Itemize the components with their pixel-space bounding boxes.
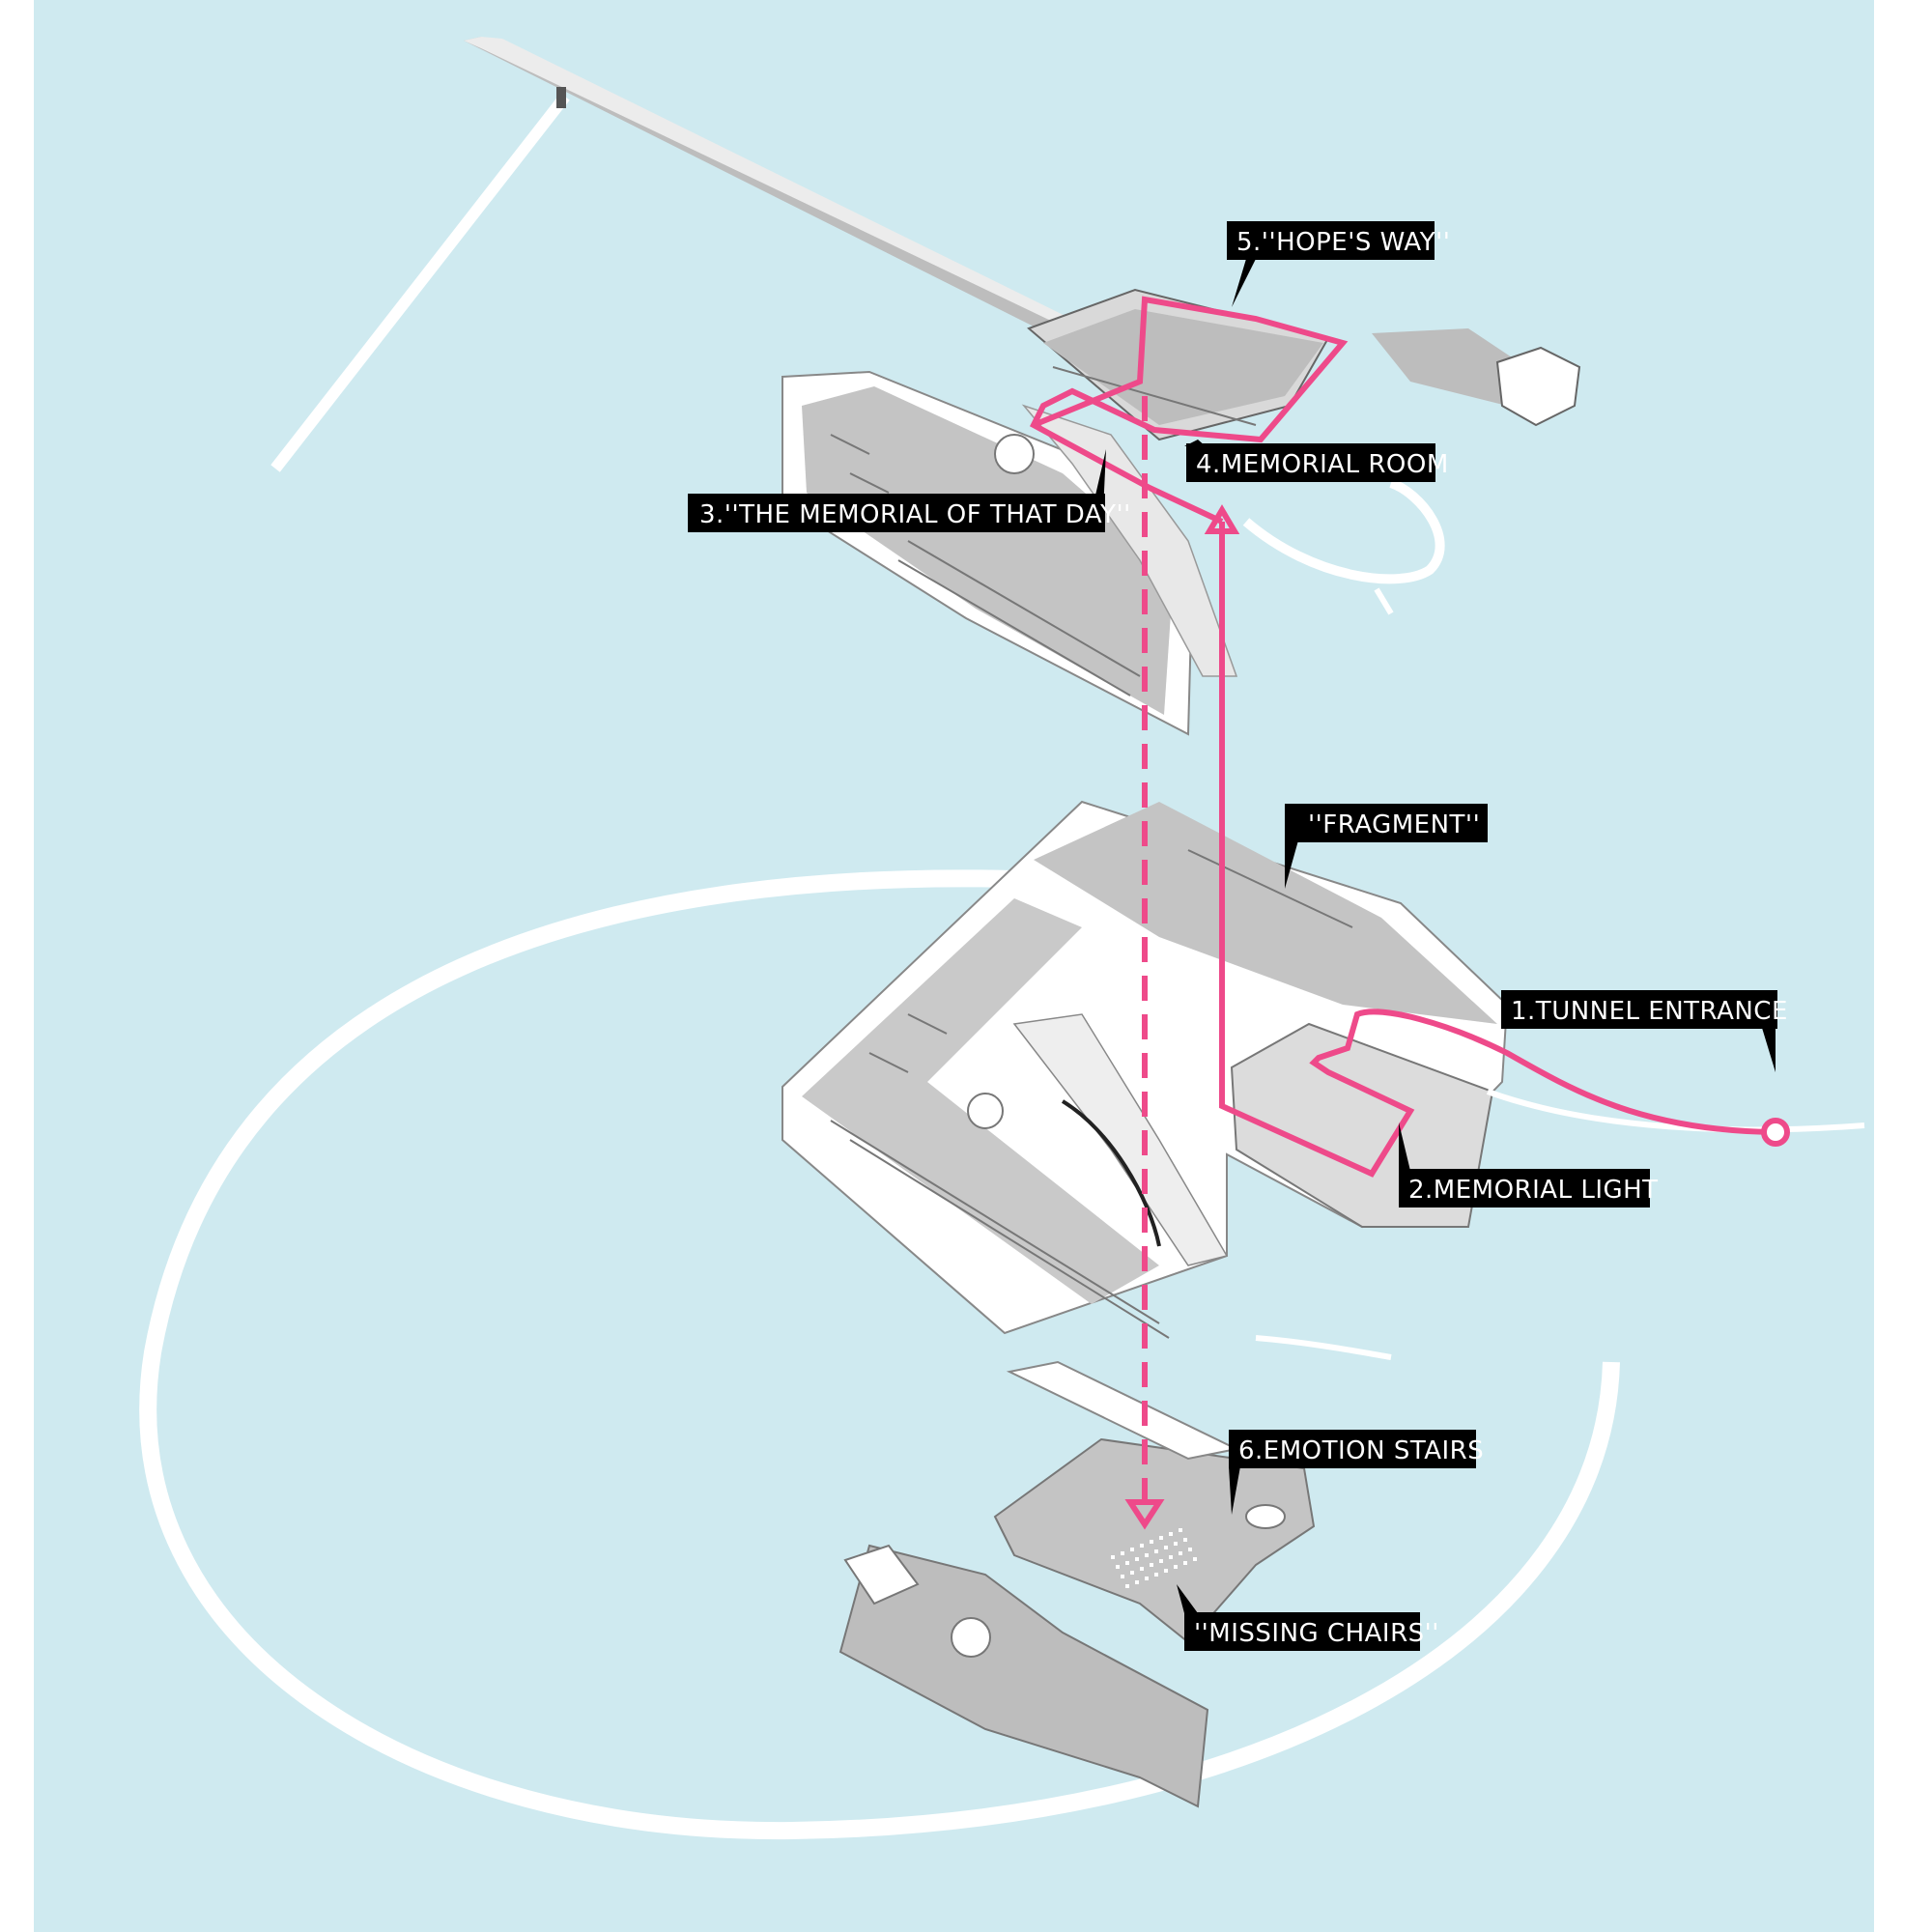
label-text: 4.MEMORIAL ROOM	[1196, 450, 1449, 479]
middle-interior-walls	[830, 849, 1353, 1339]
leader-tunnel-entrance	[1762, 1028, 1776, 1072]
circulation-path	[1030, 296, 1774, 1507]
label-text: ''FRAGMENT''	[1308, 810, 1480, 839]
upper-curve-spur	[1374, 587, 1394, 615]
label-memorial-light: 2.MEMORIAL LIGHT	[1399, 1169, 1659, 1208]
ring-path	[139, 869, 1620, 1840]
missing-chairs-grid	[1111, 1528, 1197, 1588]
label-box	[1229, 1430, 1476, 1468]
middle-left-wing-floor	[802, 898, 1159, 1304]
lower-round-room	[951, 1617, 991, 1658]
leader-memorial-light	[1399, 1122, 1410, 1171]
arrow-down-head	[1124, 1499, 1165, 1530]
label-text: ''MISSING CHAIRS''	[1194, 1619, 1439, 1648]
label-hopes-way: 5.''HOPE'S WAY''	[1227, 221, 1450, 260]
lower-niche	[1245, 1504, 1286, 1529]
middle-floor-band	[1034, 802, 1497, 1024]
label-emotion-stairs: 6.EMOTION STAIRS	[1229, 1430, 1484, 1468]
leader-fragment	[1285, 840, 1298, 889]
label-text: 5.''HOPE'S WAY''	[1236, 228, 1450, 257]
upper-interior-walls	[830, 366, 1257, 696]
label-text: 6.EMOTION STAIRS	[1238, 1436, 1484, 1465]
label-text: 2.MEMORIAL LIGHT	[1408, 1176, 1659, 1205]
middle-dark-slot	[1061, 1099, 1161, 1247]
label-memorial-of-that-day: 3.''THE MEMORIAL OF THAT DAY''	[688, 494, 1131, 532]
middle-curved-ramp	[1012, 1013, 1229, 1266]
label-text: 1.TUNNEL ENTRANCE	[1511, 997, 1788, 1026]
upper-pavilion	[1495, 346, 1581, 427]
pier-long-top	[464, 37, 1087, 333]
lower-left-block	[838, 1544, 1209, 1808]
leader-emotion-stairs	[1229, 1466, 1240, 1515]
label-missing-chairs: ''MISSING CHAIRS''	[1184, 1612, 1439, 1651]
middle-round-room	[967, 1093, 1004, 1129]
path-tunnel-entry	[1219, 522, 1774, 1178]
label-memorial-room: 4.MEMORIAL ROOM	[1186, 443, 1449, 482]
label-box	[1227, 221, 1435, 260]
label-fragment: ''FRAGMENT''	[1285, 804, 1488, 842]
tunnel-entrance-marker	[1761, 1118, 1790, 1147]
label-tunnel-entrance: 1.TUNNEL ENTRANCE	[1501, 990, 1788, 1029]
label-text: 3.''THE MEMORIAL OF THAT DAY''	[699, 500, 1131, 529]
upper-round-room	[994, 434, 1035, 474]
label-box	[1184, 1612, 1420, 1651]
middle-entry-tail	[1486, 1089, 1865, 1133]
label-box	[1186, 443, 1435, 482]
label-box	[1285, 804, 1488, 842]
label-box	[1399, 1169, 1650, 1208]
memorial-room-floor	[1043, 309, 1323, 425]
lower-side-block	[843, 1544, 920, 1605]
arrow-up-head	[1204, 504, 1240, 534]
leader-missing-chairs	[1177, 1584, 1198, 1613]
middle-tail-path	[1255, 1335, 1392, 1360]
pier-node	[556, 87, 566, 108]
path-upper-loop	[1030, 296, 1349, 525]
upper-curve-path	[1242, 478, 1445, 584]
upper-level	[781, 288, 1581, 736]
label-box	[1501, 990, 1777, 1029]
label-box	[688, 494, 1105, 532]
leader-hopes-way	[1232, 259, 1256, 307]
upper-floor	[802, 386, 1174, 715]
pier-diagonal	[270, 93, 570, 472]
